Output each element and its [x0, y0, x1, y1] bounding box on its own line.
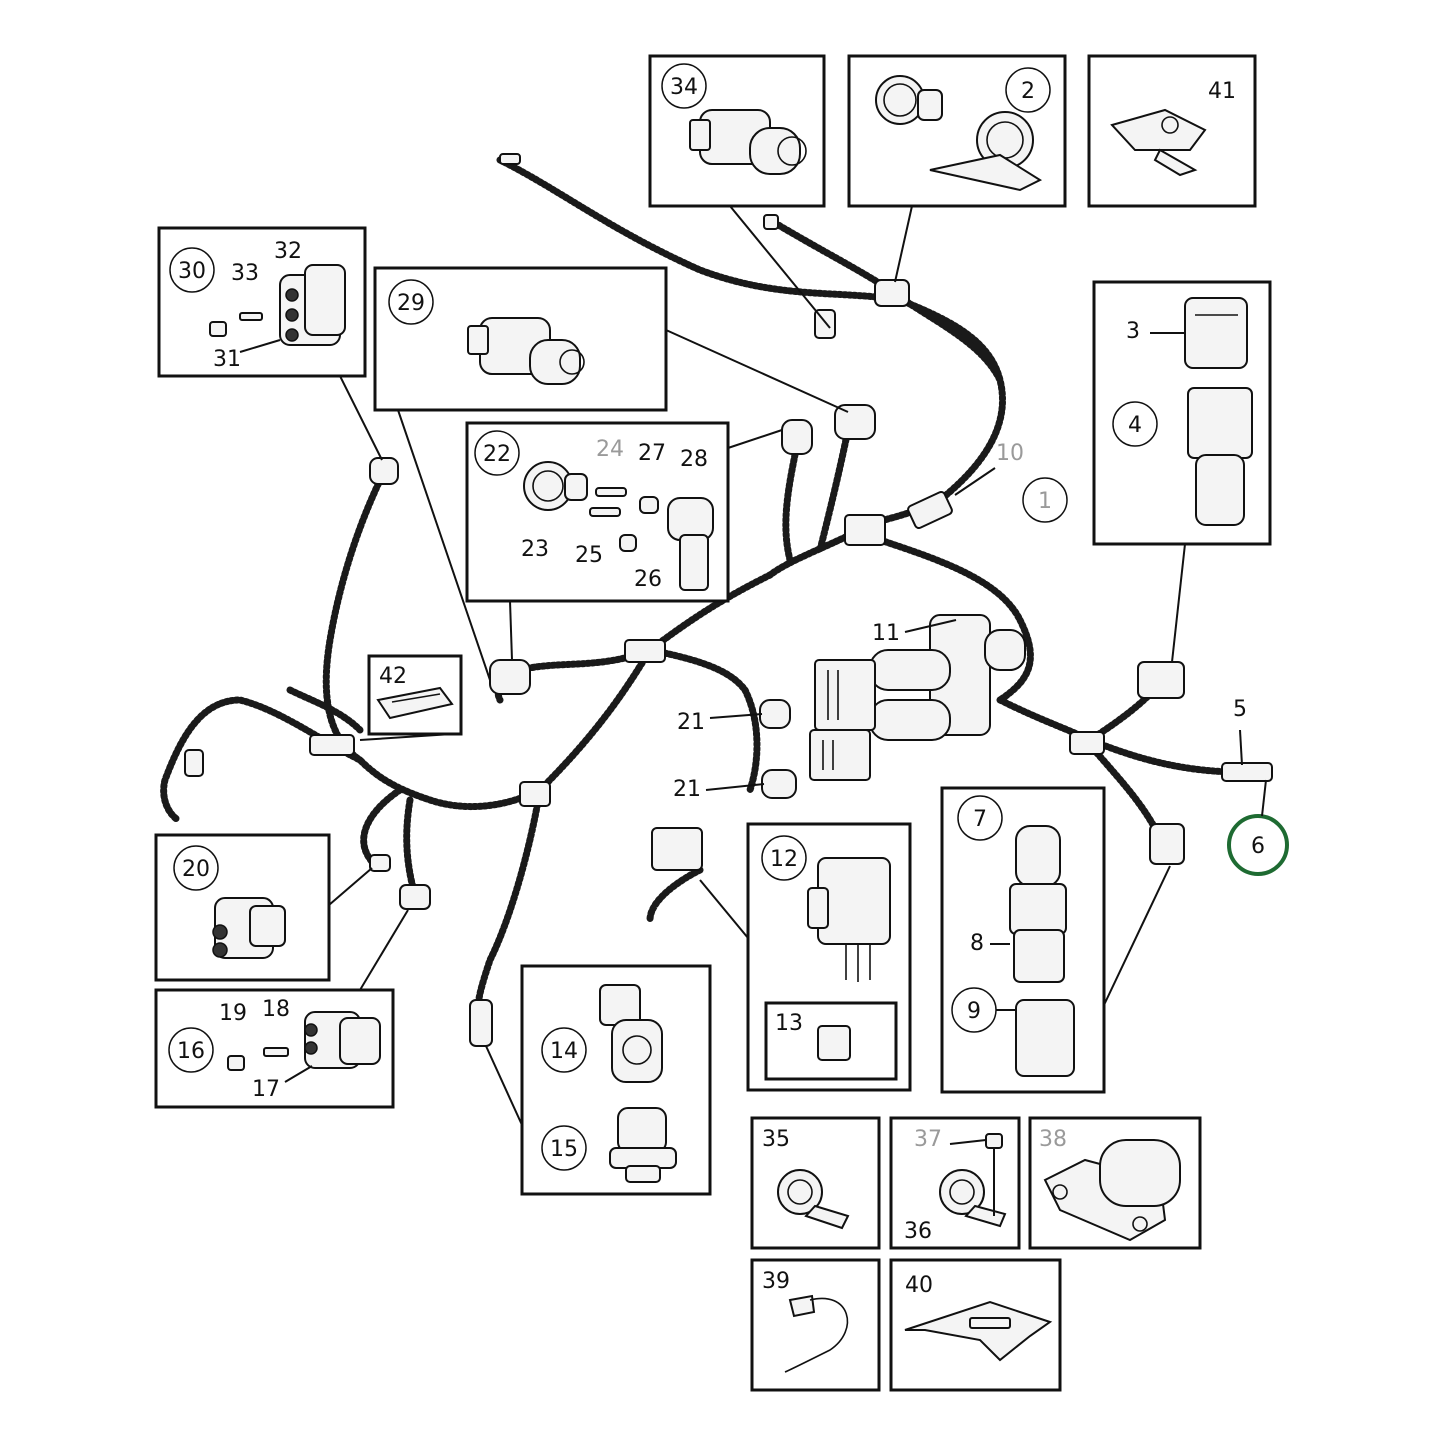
- label-20: 20: [182, 857, 210, 882]
- highlight-ring-6: [1227, 814, 1289, 876]
- label-30: 30: [178, 259, 206, 284]
- label-40: 40: [905, 1273, 933, 1298]
- label-9: 9: [967, 999, 981, 1024]
- detail-box-40: 40: [889, 1258, 1062, 1392]
- label-17: 17: [252, 1077, 280, 1102]
- detail-box-14-15: 14 15: [520, 964, 712, 1196]
- label-29: 29: [397, 291, 425, 316]
- label-12: 12: [770, 847, 798, 872]
- detail-box-3-4: 3 4: [1092, 280, 1272, 546]
- detail-box-42: 42: [367, 654, 463, 736]
- label-39: 39: [762, 1269, 790, 1294]
- label-11: 11: [872, 621, 900, 646]
- label-26: 26: [634, 567, 662, 592]
- detail-box-29: 29: [373, 266, 668, 412]
- label-24: 24: [596, 437, 624, 462]
- detail-box-30: 30 33 32 31: [157, 226, 367, 378]
- label-22: 22: [483, 442, 511, 467]
- detail-box-12-13: 12 13: [746, 822, 912, 1092]
- label-36: 36: [904, 1219, 932, 1244]
- leader-lines: [328, 205, 1267, 1126]
- central-connector-block: [809, 614, 1026, 781]
- detail-box-2: 2: [847, 54, 1067, 208]
- label-33: 33: [231, 261, 259, 286]
- label-4: 4: [1128, 413, 1142, 438]
- detail-box-36-37: 37 36: [889, 1116, 1021, 1250]
- label-32: 32: [274, 239, 302, 264]
- label-34: 34: [670, 75, 698, 100]
- label-3: 3: [1126, 319, 1140, 344]
- label-6: 6: [1251, 834, 1265, 859]
- detail-box-38: 38: [1028, 1116, 1202, 1250]
- label-35: 35: [762, 1127, 790, 1152]
- label-42: 42: [379, 664, 407, 689]
- detail-box-22: 22 24 27 28 23 25 26: [465, 421, 730, 603]
- detail-box-20: 20: [154, 833, 331, 982]
- label-41: 41: [1208, 79, 1236, 104]
- label-37: 37: [914, 1127, 942, 1152]
- label-31: 31: [213, 347, 241, 372]
- detail-box-16: 16 19 18 17: [154, 988, 395, 1109]
- detail-box-7-9: 7 8 9: [940, 786, 1106, 1094]
- detail-box-39: 39: [750, 1258, 881, 1392]
- label-25: 25: [575, 543, 603, 568]
- detail-box-41: 41: [1087, 54, 1257, 208]
- label-27: 27: [638, 441, 666, 466]
- detail-box-35: 35: [750, 1116, 881, 1250]
- label-8: 8: [970, 931, 984, 956]
- label-38: 38: [1039, 1127, 1067, 1152]
- label-10: 10: [996, 441, 1024, 466]
- label-2: 2: [1021, 79, 1035, 104]
- label-21-upper: 21: [677, 710, 705, 735]
- label-7: 7: [973, 807, 987, 832]
- label-21-lower: 21: [673, 777, 701, 802]
- label-5: 5: [1233, 697, 1247, 722]
- label-18: 18: [262, 997, 290, 1022]
- label-16: 16: [177, 1039, 205, 1064]
- label-15: 15: [550, 1137, 578, 1162]
- detail-box-34: 34: [648, 54, 826, 208]
- label-19: 19: [219, 1001, 247, 1026]
- label-13: 13: [775, 1011, 803, 1036]
- label-23: 23: [521, 537, 549, 562]
- label-28: 28: [680, 447, 708, 472]
- harness-labels: 10 1 11 21 21 5 6: [673, 441, 1289, 876]
- label-14: 14: [550, 1039, 578, 1064]
- harness-junctions: [309, 490, 1105, 807]
- label-1: 1: [1038, 489, 1052, 514]
